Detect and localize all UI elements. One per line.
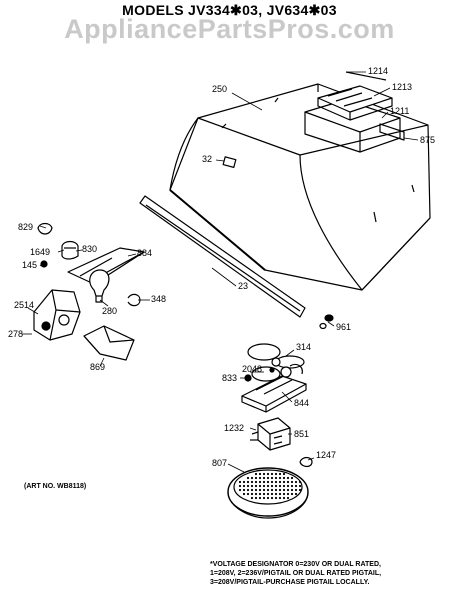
label-1211: 1211 bbox=[390, 106, 409, 116]
leader-lines bbox=[22, 71, 419, 473]
diagram-title: MODELS JV334✱03, JV634✱03 bbox=[122, 2, 337, 18]
label-348: 348 bbox=[151, 294, 166, 304]
footnote-line-1: *VOLTAGE DESIGNATOR 0=230V OR DUAL RATED… bbox=[210, 561, 381, 568]
label-875: 875 bbox=[420, 135, 435, 145]
footnote-line-2: 1=208V, 2=236V/PIGTAIL OR DUAL RATED PIG… bbox=[210, 570, 382, 577]
label-851: 851 bbox=[294, 429, 309, 439]
label-844: 844 bbox=[294, 398, 309, 408]
label-961: 961 bbox=[336, 322, 351, 332]
label-32: 32 bbox=[202, 154, 212, 164]
switch-assembly bbox=[250, 417, 291, 451]
label-807: 807 bbox=[212, 458, 227, 468]
label-2048: 2048 bbox=[242, 364, 262, 374]
footnote-line-3: 3=208V/PIGTAIL-PURCHASE PIGTAIL LOCALLY. bbox=[210, 579, 370, 586]
label-2514: 2514 bbox=[14, 300, 34, 310]
screws-961 bbox=[319, 314, 334, 330]
label-278: 278 bbox=[8, 329, 23, 339]
label-884: 884 bbox=[137, 248, 152, 258]
light-housing bbox=[33, 269, 141, 341]
label-1213: 1213 bbox=[392, 82, 412, 92]
part-labels: 1214 1213 1211 250 875 32 829 1649 830 1… bbox=[8, 66, 435, 468]
label-1247: 1247 bbox=[316, 450, 336, 460]
light-socket-assembly bbox=[37, 222, 145, 285]
art-number: (ART NO. WB8118) bbox=[24, 483, 87, 490]
light-lens-869 bbox=[83, 325, 135, 361]
label-314: 314 bbox=[296, 342, 311, 352]
damper-assembly bbox=[317, 71, 405, 141]
label-280: 280 bbox=[102, 306, 117, 316]
label-833: 833 bbox=[222, 373, 237, 383]
hood-body bbox=[169, 83, 431, 291]
label-830: 830 bbox=[82, 244, 97, 254]
motor-assembly bbox=[241, 363, 307, 413]
label-1649: 1649 bbox=[30, 247, 50, 257]
watermark: AppliancePartsPros.com bbox=[64, 14, 395, 44]
filter-mesh bbox=[238, 472, 302, 500]
clip-1247 bbox=[299, 456, 313, 468]
front-trim-strip bbox=[139, 195, 306, 318]
label-250: 250 bbox=[212, 84, 227, 94]
label-1214: 1214 bbox=[368, 66, 388, 76]
label-869: 869 bbox=[90, 362, 105, 372]
label-829: 829 bbox=[18, 222, 33, 232]
label-145: 145 bbox=[22, 260, 37, 270]
label-23: 23 bbox=[238, 281, 248, 291]
label-1232: 1232 bbox=[224, 423, 244, 433]
